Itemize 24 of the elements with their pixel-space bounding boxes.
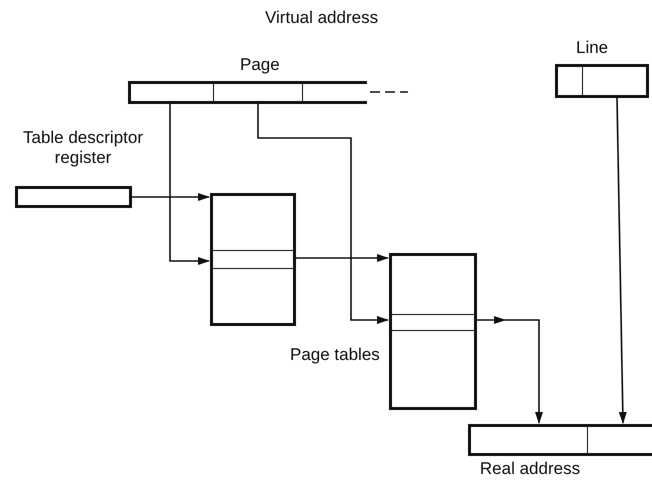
heading: Real address	[478, 459, 582, 479]
line-field	[582, 64, 649, 98]
real-address-field	[587, 424, 652, 456]
table-entry	[210, 250, 296, 269]
table-entry	[389, 314, 477, 331]
register-box	[15, 186, 132, 208]
page-field	[213, 81, 303, 104]
arrow	[616, 98, 627, 424]
arrow	[169, 104, 210, 265]
real-address-field	[468, 424, 588, 456]
page-table-box	[210, 193, 296, 326]
group-label: Page tables	[290, 345, 380, 365]
arrow	[132, 193, 210, 201]
field-label: Line	[576, 38, 608, 58]
page-field-open	[302, 81, 367, 104]
arrow	[296, 254, 389, 262]
arrow	[257, 104, 389, 324]
field-label: Page	[240, 55, 280, 75]
page-field	[128, 81, 214, 104]
line-field	[555, 64, 583, 98]
arrow	[477, 316, 543, 424]
heading: Virtual address	[265, 8, 378, 28]
register-label: Table descriptor register	[22, 128, 144, 168]
page-table-box	[389, 253, 477, 410]
